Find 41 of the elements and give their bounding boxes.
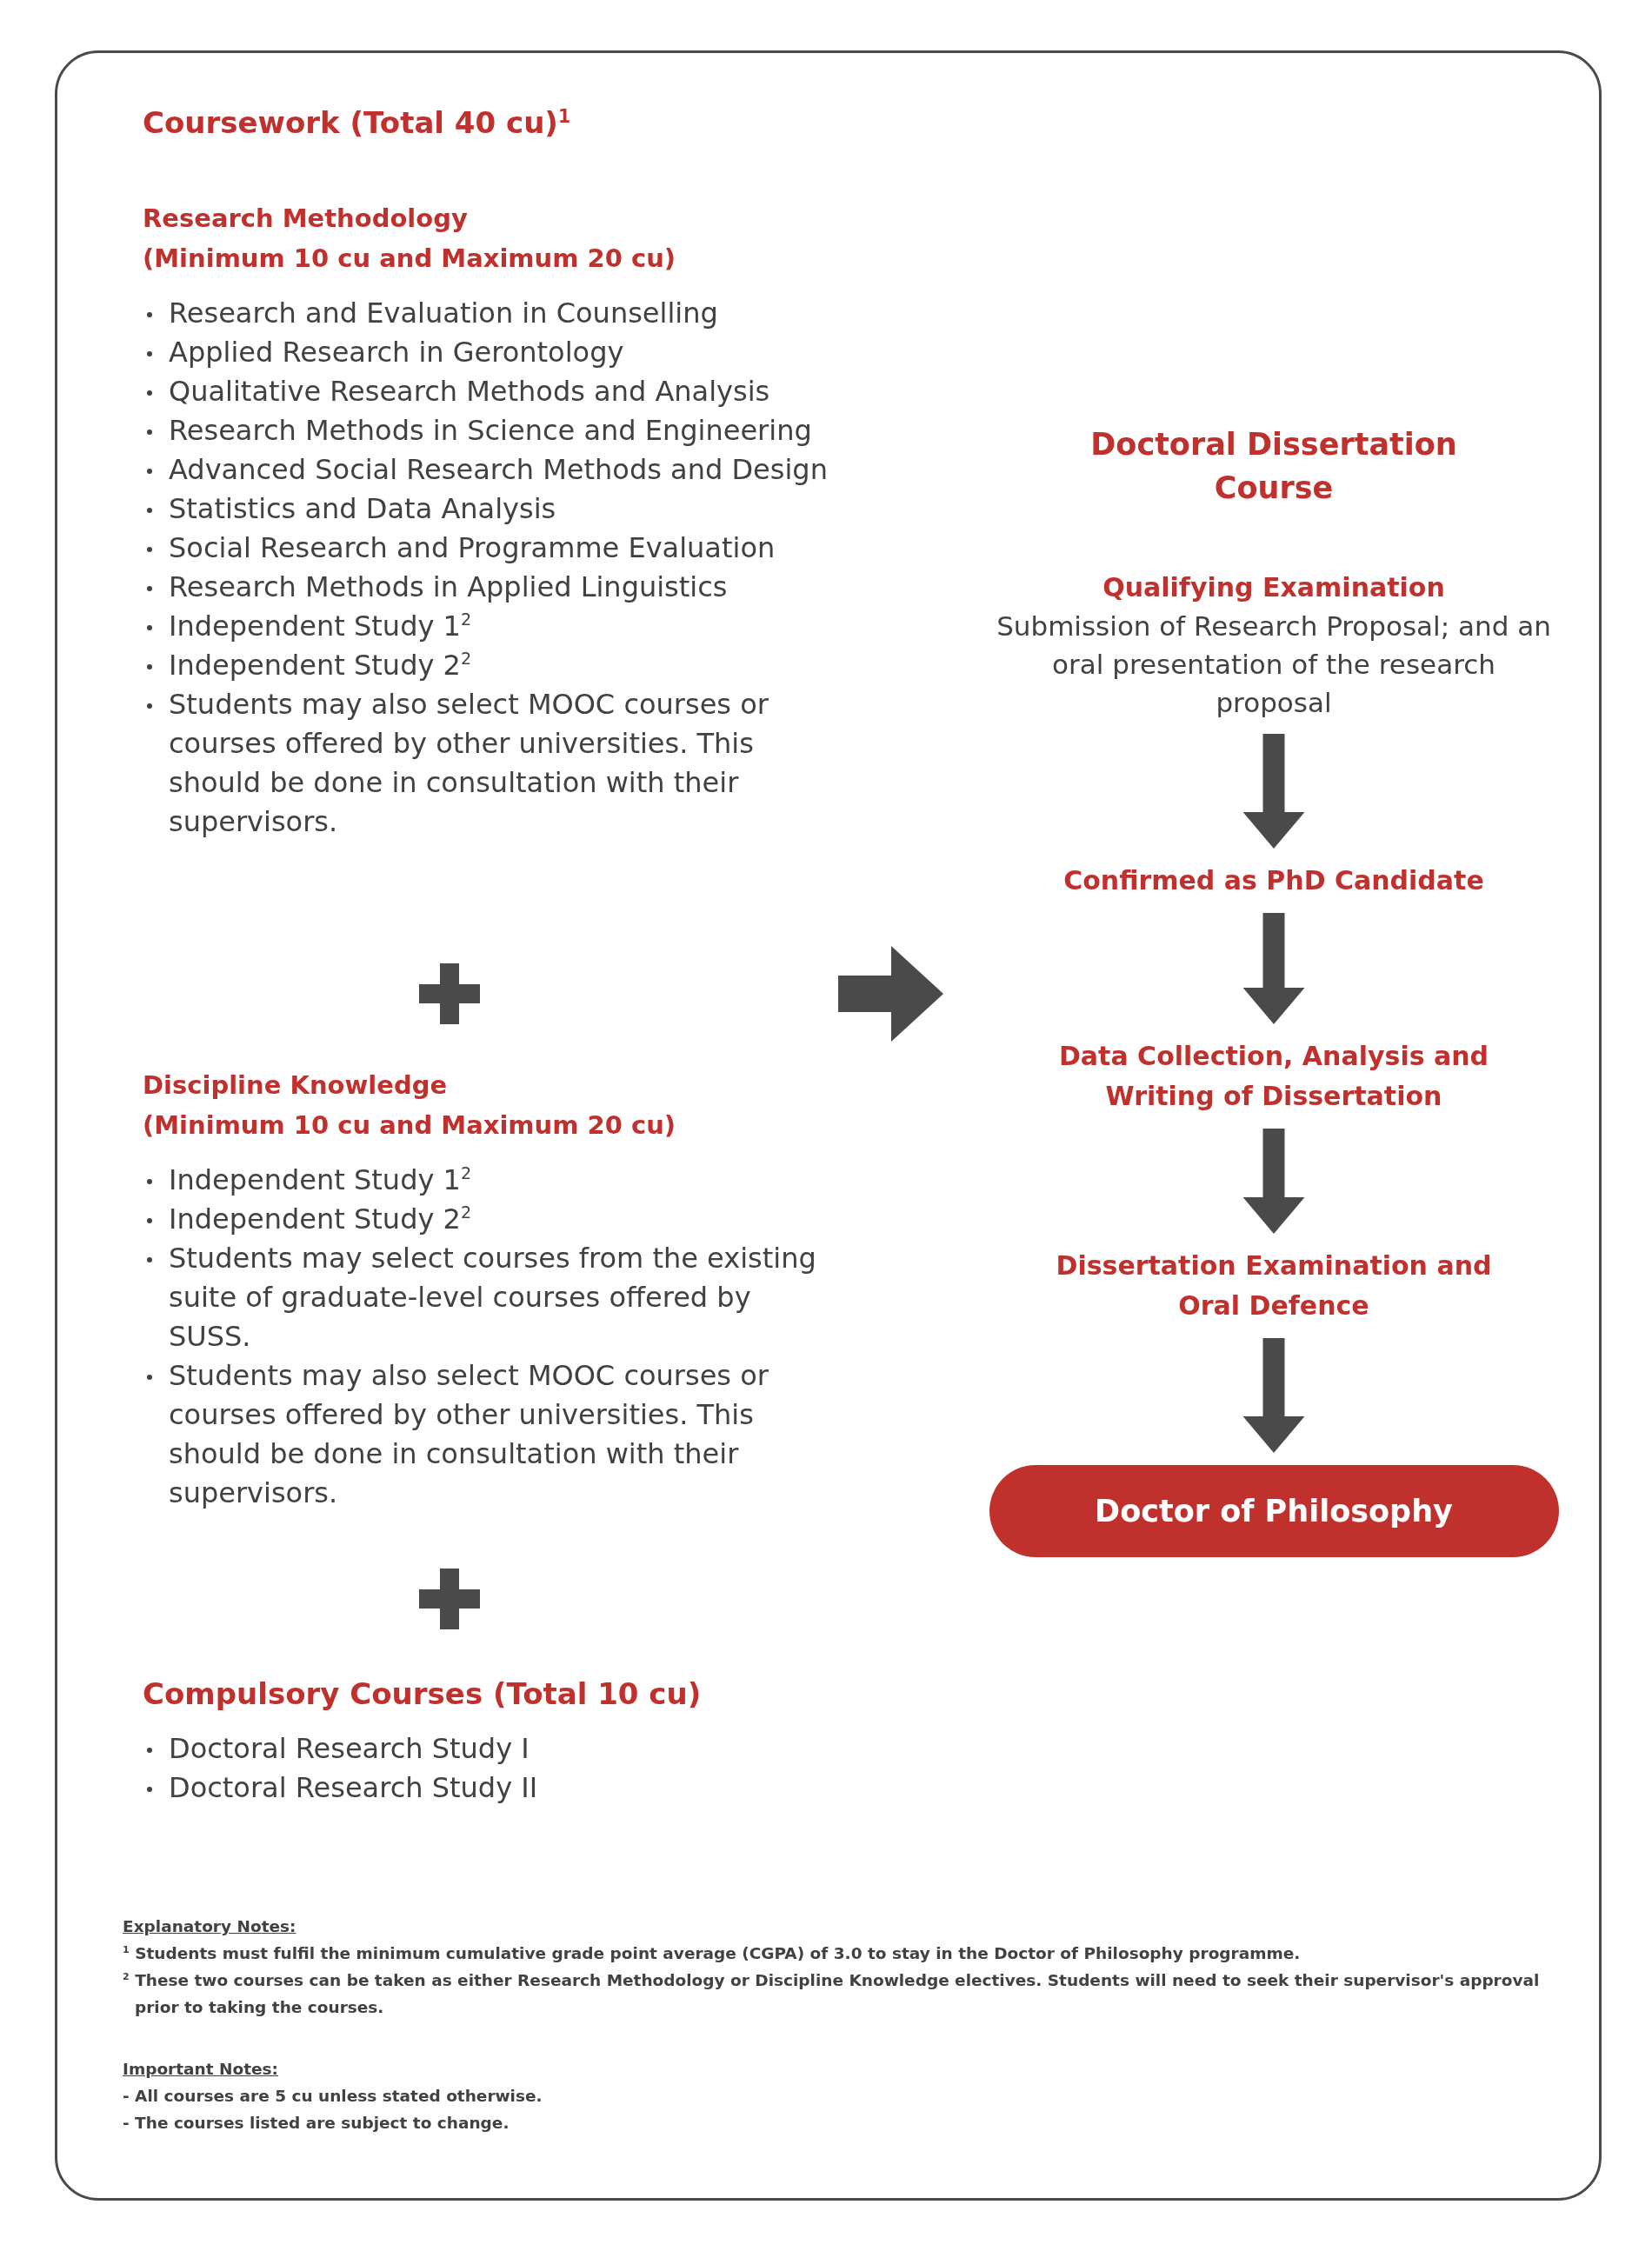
list-item: Students may also select MOOC courses or courses offered by other universities. This should be done in consultation with their supervisors.	[143, 685, 829, 842]
subheading: (Minimum 10 cu and Maximum 20 cu)	[143, 1109, 676, 1142]
notes-heading: Important Notes:	[123, 2059, 278, 2080]
list-item: Independent Study 2$^{2}$	[143, 646, 472, 685]
subsection-heading: Research Methodology	[143, 203, 468, 235]
list-item: Students may select courses from the existing suite of graduate-level courses offered by SUSS.	[143, 1239, 829, 1356]
list-item: Students may also select MOOC courses or courses offered by other universities. This should be done in consultation with their supervisors.	[143, 1356, 829, 1513]
outcome-pill: Doctor of Philosophy	[989, 1465, 1559, 1557]
list-item: Independent Study 1$^{2}$	[143, 1161, 472, 1200]
note-text: - All courses are 5 cu unless stated otherwise.	[123, 2086, 543, 2107]
footnote: $^{1}$ Students must fulfil the minimum cumulative grade point average (CGPA) of 3.0 to stay in the Doctor of Philosophy programme.	[123, 1942, 1301, 1964]
notes-heading: Explanatory Notes:	[123, 1916, 296, 1937]
list-item: Qualitative Research Methods and Analysis	[143, 372, 770, 411]
footnote: $^{2}$ These two courses can be taken as either Research Methodology or Discipline Knowledge electives. Students will need to seek their supervisor's approval prior to taking the courses.	[123, 1969, 1541, 2018]
step-description: Submission of Research Proposal; and an oral presentation of the research proposal	[996, 609, 1552, 720]
arrow	[1242, 1338, 1305, 1453]
subheading: (Minimum 10 cu and Maximum 20 cu)	[143, 243, 676, 275]
arrow	[838, 946, 943, 1042]
note-text: - The courses listed are subject to change.	[123, 2113, 510, 2134]
list-item: Independent Study 2$^{2}$	[143, 1200, 472, 1239]
list-item: Research Methods in Applied Linguistics	[143, 568, 728, 607]
list-item: Independent Study 1$^{2}$	[143, 607, 472, 646]
arrow	[1242, 913, 1305, 1024]
step-heading: Qualifying Examination	[1102, 571, 1445, 604]
list-item: Doctoral Research Study II	[143, 1768, 538, 1808]
step-label: Dissertation Examination and Oral Defence	[1039, 1246, 1509, 1326]
list-item: Applied Research in Gerontology	[143, 333, 624, 372]
list-item: Research and Evaluation in Counselling	[143, 294, 718, 333]
section-heading: Compulsory Courses (Total 10 cu)	[143, 1675, 702, 1713]
subsection-heading: Discipline Knowledge	[143, 1069, 448, 1102]
list-item: Research Methods in Science and Engineering	[143, 411, 812, 450]
section-heading: Coursework (Total 40 cu)$^{1}$	[143, 104, 571, 142]
list-item: Social Research and Programme Evaluation	[143, 529, 776, 568]
list-item: Statistics and Data Analysis	[143, 490, 556, 529]
step-label: Data Collection, Analysis and Writing of Dissertation	[1013, 1036, 1535, 1116]
arrow	[1242, 734, 1305, 849]
step-label: Confirmed as PhD Candidate	[1063, 861, 1484, 901]
section-heading: Doctoral Dissertation Course	[1089, 426, 1458, 507]
arrow	[1242, 1129, 1305, 1234]
list-item: Advanced Social Research Methods and Design	[143, 450, 828, 490]
list-item: Doctoral Research Study I	[143, 1729, 530, 1768]
